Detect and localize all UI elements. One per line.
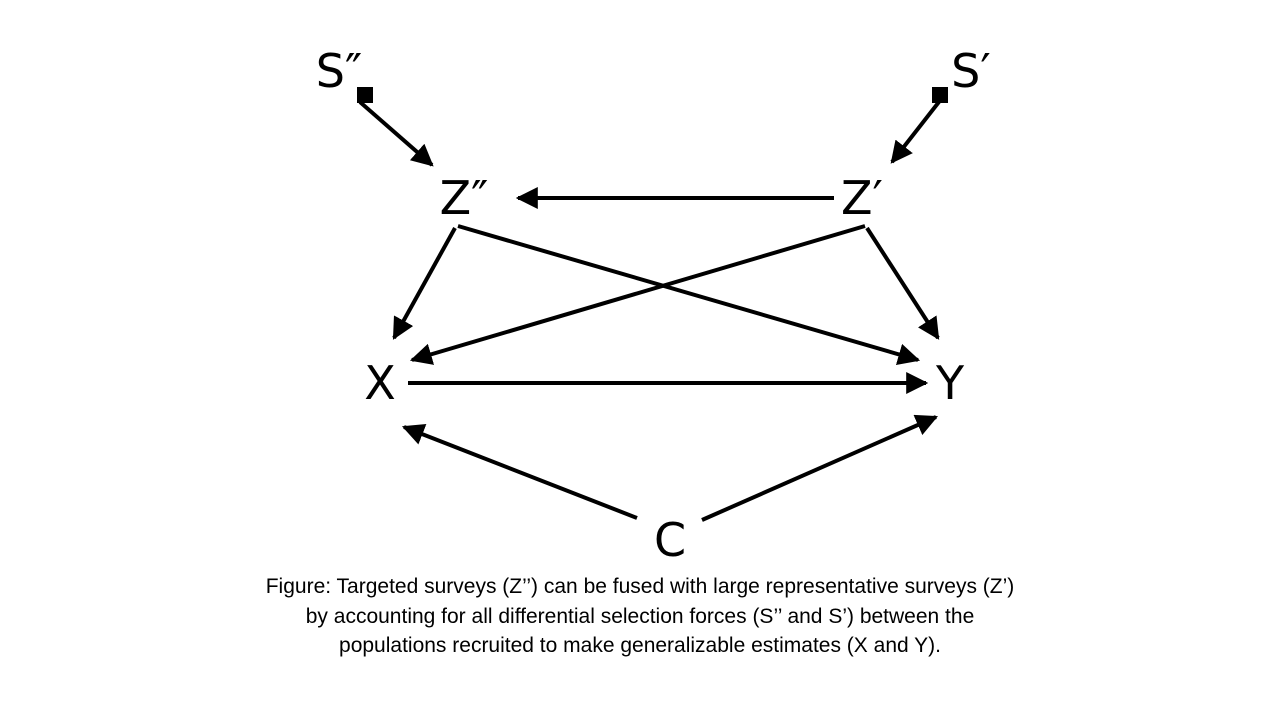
edge-z1-x (409, 224, 866, 365)
edge-z1-y (865, 226, 940, 340)
causal-diagram: S″ S′ Z″ Z′ X Y C (316, 44, 991, 567)
edge-z2-x (392, 227, 457, 340)
node-label-s2: S″ (316, 44, 362, 98)
caption-line-3: populations recruited to make generaliza… (339, 634, 941, 657)
node-label-s1: S′ (951, 44, 991, 98)
figure-caption: Figure: Targeted surveys (Z’’) can be fu… (140, 572, 1140, 661)
selection-node-marker-s1 (932, 87, 948, 103)
caption-line-2: by accounting for all differential selec… (305, 604, 975, 628)
node-label-c: C (654, 513, 686, 567)
edge-s2-z2 (358, 100, 434, 167)
edge-s1-z1 (890, 96, 944, 164)
node-label-x: X (364, 356, 396, 410)
node-label-y: Y (935, 356, 965, 410)
selection-node-marker-s2 (357, 87, 373, 103)
edge-c-x (401, 423, 638, 520)
caption-line-1: Figure: Targeted surveys (Z’’) can be fu… (265, 575, 1015, 598)
node-label-z2: Z″ (440, 171, 489, 225)
edge-z2-y (457, 224, 921, 366)
node-label-z1: Z′ (841, 171, 883, 225)
edge-c-y (701, 414, 939, 522)
